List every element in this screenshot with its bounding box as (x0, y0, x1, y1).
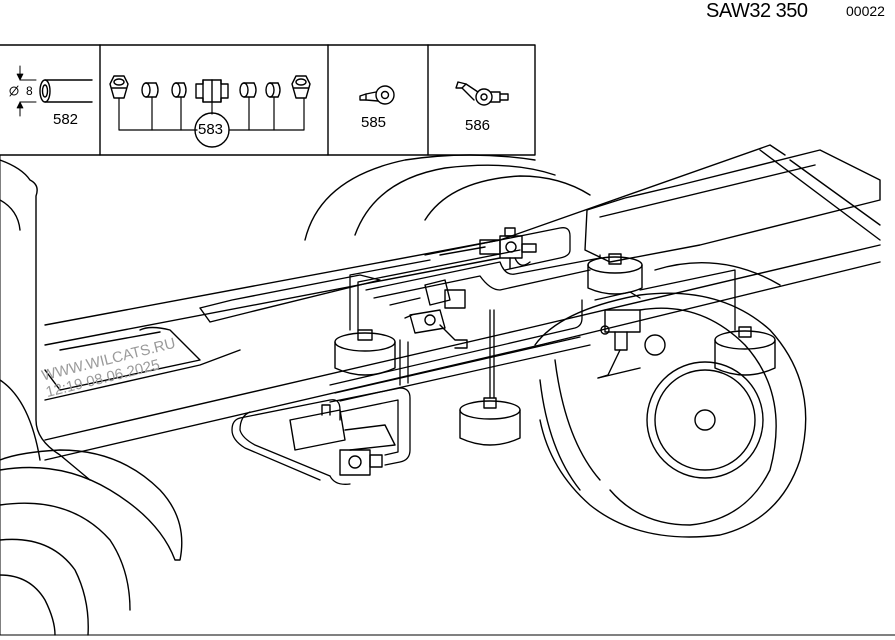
parts-legend-frame (0, 44, 895, 636)
page-number: 00022 (846, 3, 885, 19)
drawing-code: SAW32 350 (706, 0, 808, 22)
level-valve-right (597, 309, 666, 379)
part-585-label: 585 (361, 114, 387, 131)
fittings-583-icon (109, 75, 311, 148)
tube-582-icon (9, 65, 93, 117)
banjo-fitting-585-icon (359, 85, 395, 105)
air-bellow-center (459, 397, 521, 446)
relay-valve-center (404, 279, 468, 349)
part-583-label: 583 (198, 121, 224, 138)
air-bellow-left (334, 329, 396, 376)
air-pipes (231, 227, 736, 485)
air-bellow-right (714, 326, 776, 376)
part-582-label: 582 (53, 111, 79, 128)
tube-diameter-label: 8 (26, 84, 33, 98)
level-valve-top (439, 227, 537, 269)
banjo-bolt-586-icon (455, 81, 509, 106)
brake-valve-lower (289, 404, 396, 476)
part-586-label: 586 (465, 117, 491, 134)
truck-chassis-drawing (0, 144, 881, 636)
air-bellow-top (587, 253, 643, 295)
